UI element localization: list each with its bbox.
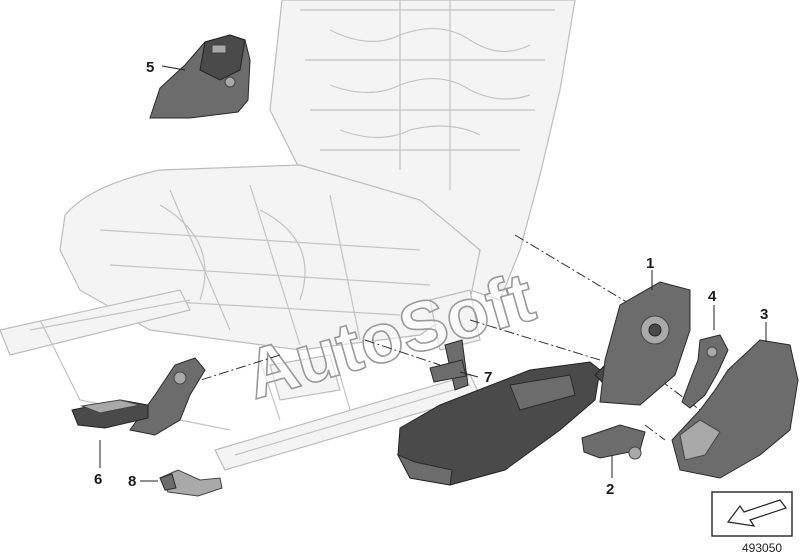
- leader-lines: [99, 65, 767, 482]
- orientation-box: [711, 491, 793, 537]
- orientation-arrow-icon: [726, 499, 787, 527]
- part-8-clip: [159, 469, 223, 497]
- callout-labels: 1 2 3 4 5 6 7 8: [94, 59, 768, 498]
- callout-5: 5: [146, 59, 154, 76]
- part-7-bracket: [429, 339, 469, 391]
- callout-3: 3: [760, 306, 768, 323]
- part-5-upper-trim-cover: [149, 34, 251, 119]
- assembly-lines: [184, 234, 701, 441]
- callout-8: 8: [128, 473, 136, 490]
- callout-1: 1: [646, 255, 654, 272]
- part-3-outer-side-cover: [671, 339, 799, 479]
- document-number: 493050: [742, 541, 782, 555]
- callout-6: 6: [94, 471, 102, 488]
- part-6-adjustment-handle: [71, 357, 206, 436]
- part-4-lever: [681, 334, 729, 409]
- callout-2: 2: [606, 481, 614, 498]
- part-1-switch-carrier: [599, 281, 691, 406]
- callout-4: 4: [708, 288, 717, 305]
- callout-7: 7: [484, 369, 492, 386]
